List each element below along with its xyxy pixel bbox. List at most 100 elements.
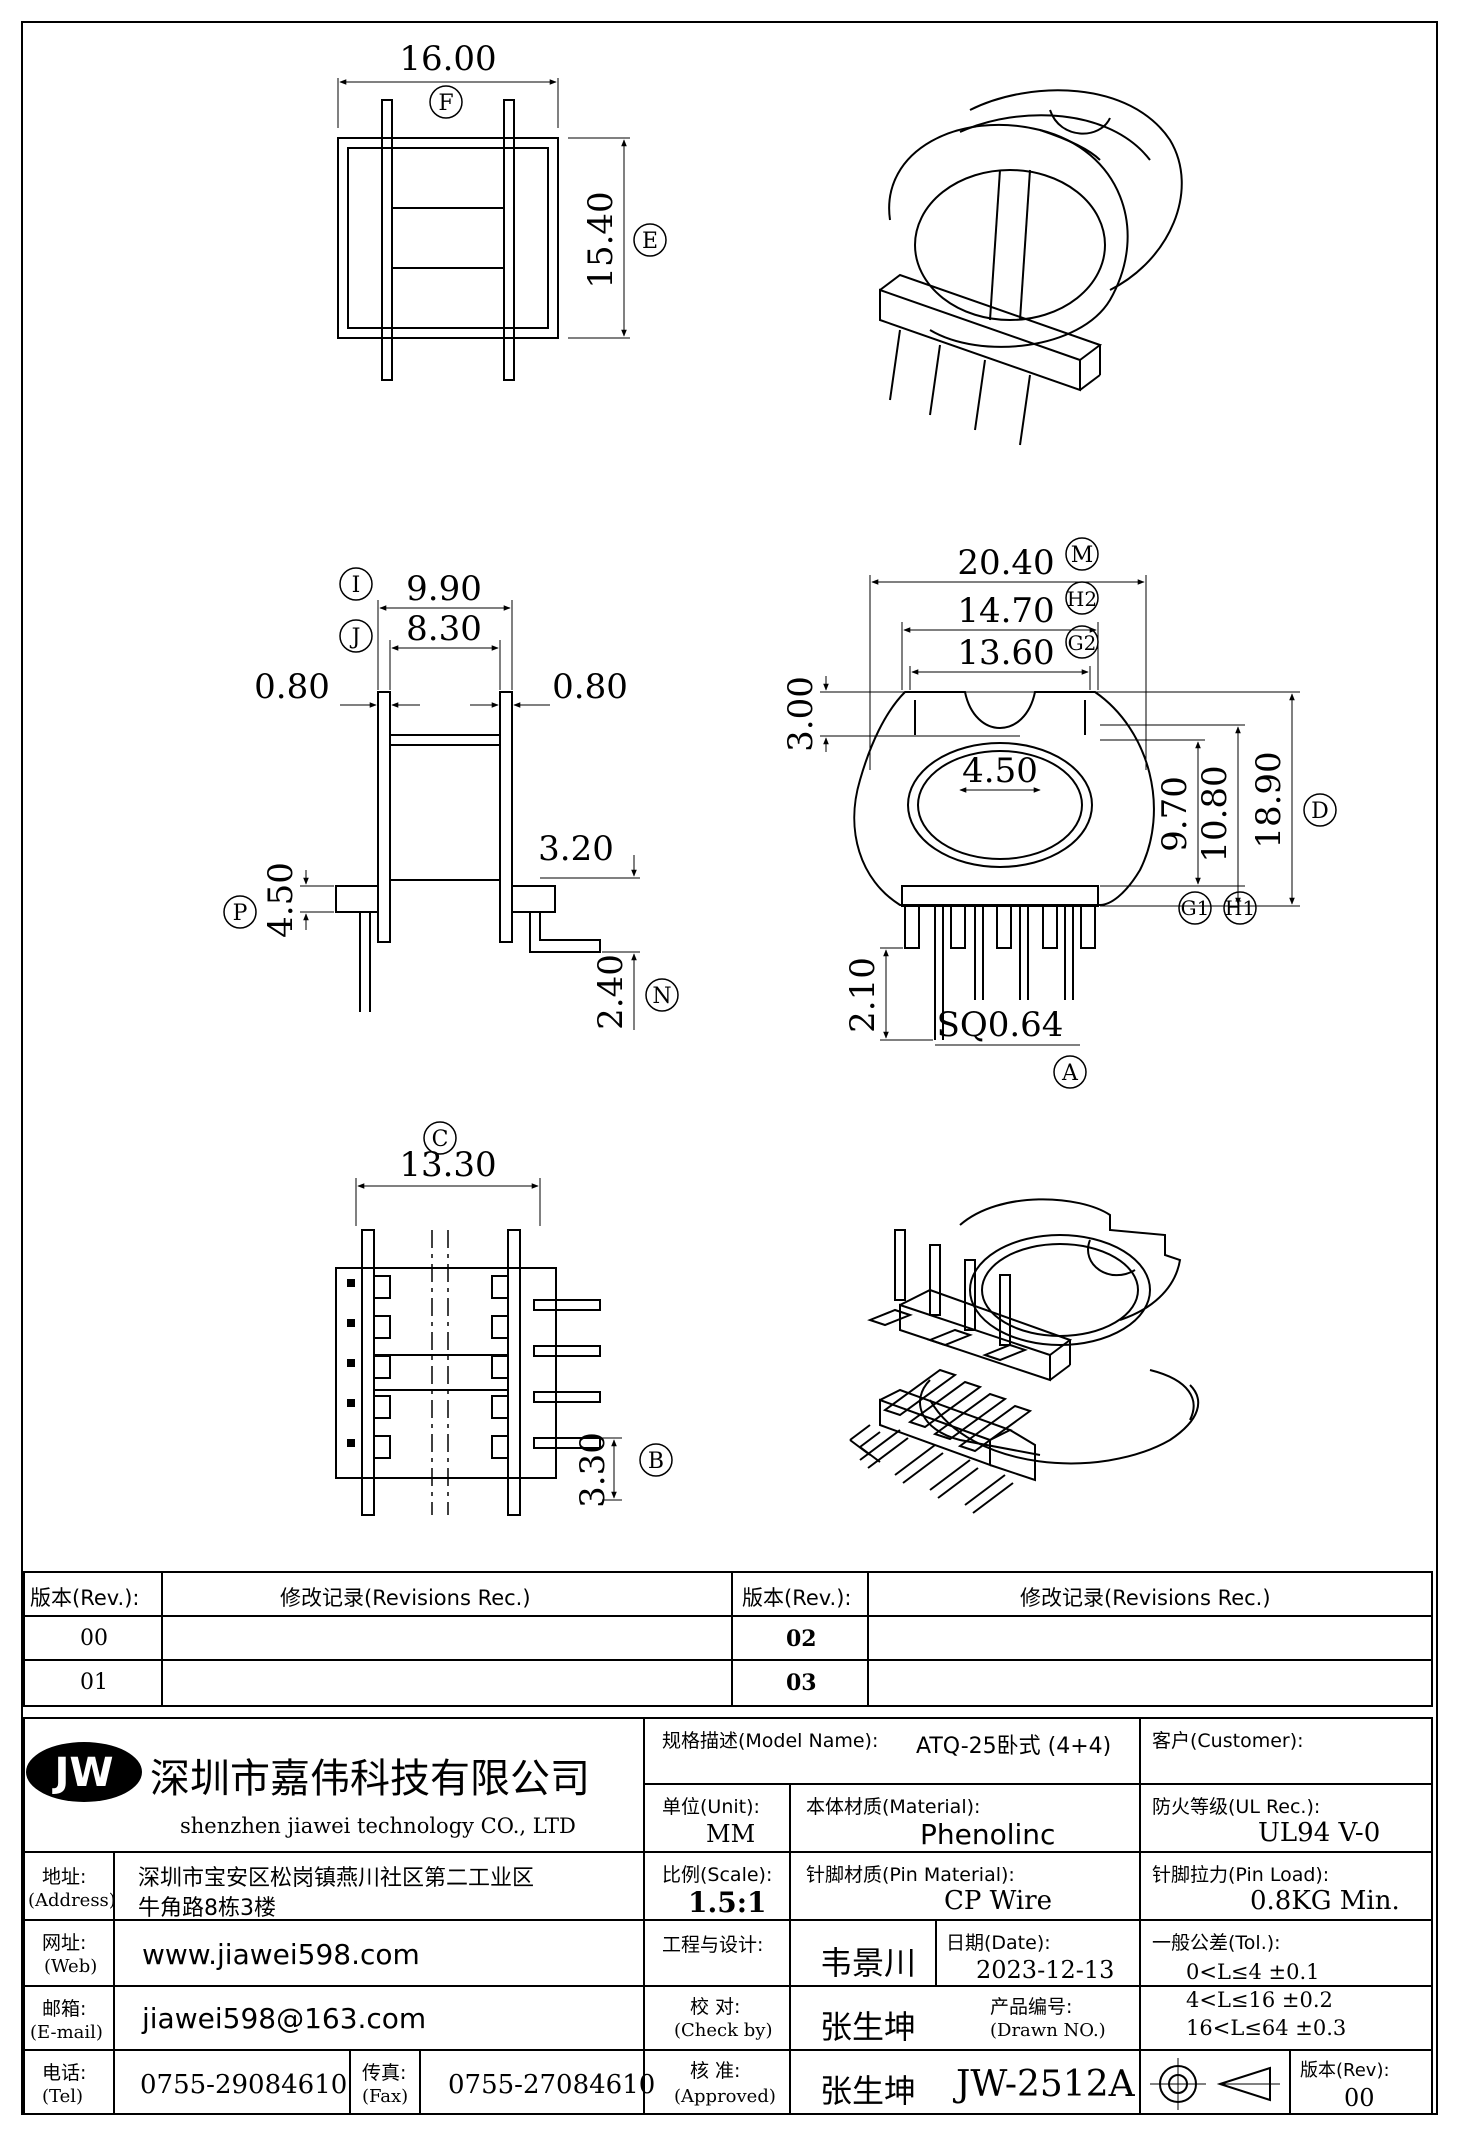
tel-label: 电话:: [42, 2062, 87, 2084]
dim-side-right-wall: 0.80: [552, 667, 628, 707]
checker-name: 张生坤: [820, 2008, 917, 2046]
address-line1: 深圳市宝安区松岗镇燕川社区第二工业区: [138, 1866, 535, 1891]
pin-material-value: CP Wire: [944, 1886, 1053, 1916]
dim-side-j: 8.30: [406, 609, 482, 649]
tag-i: I: [352, 573, 361, 598]
dim-front-450: 4.50: [962, 751, 1038, 791]
front-view: [820, 537, 1337, 1089]
logo-text: JW: [51, 1750, 113, 1796]
rev-row-02: 02: [786, 1626, 817, 1652]
bottom-view: [335, 1121, 673, 1516]
material-value: Phenolinc: [920, 1818, 1056, 1851]
date-label: 日期(Date):: [946, 1932, 1051, 1954]
design-label: 工程与设计:: [662, 1934, 764, 1956]
dim-bottom-330: 3.30: [573, 1432, 613, 1508]
model-value: ATQ-25卧式 (4+4): [916, 1734, 1112, 1759]
tag-b: B: [648, 1449, 664, 1474]
ul-label: 防火等级(UL Rec.):: [1152, 1796, 1321, 1818]
address-line2: 牛角路8栋3楼: [138, 1896, 276, 1921]
company-name-cn: 深圳市嘉伟科技有限公司: [150, 1756, 590, 1802]
tag-g1: G1: [1181, 896, 1210, 920]
scale-value: 1.5:1: [688, 1886, 767, 1919]
tag-p: P: [233, 901, 248, 926]
part-no-label-en: (Drawn NO.): [990, 2020, 1106, 2041]
fax-label-en: (Fax): [362, 2086, 409, 2107]
designer-name: 韦景川: [820, 1944, 917, 1982]
unit-label: 单位(Unit):: [662, 1796, 760, 1818]
dim-front-1080: 10.80: [1195, 765, 1235, 862]
rev-value: 00: [1344, 2084, 1375, 2112]
web-label: 网址:: [42, 1932, 87, 1954]
tel-label-en: (Tel): [42, 2086, 84, 2107]
check-label-en: (Check by): [674, 2020, 773, 2041]
ul-value: UL94 V-0: [1258, 1818, 1381, 1848]
dim-front-sq: SQ0.64: [937, 1005, 1064, 1045]
dim-front-h2: 14.70: [957, 591, 1054, 631]
approver-name: 张生坤: [820, 2072, 917, 2110]
rev-header-right: 版本(Rev.):: [742, 1586, 852, 1610]
part-number: JW-2512A: [956, 2064, 1135, 2105]
fax-label: 传真:: [362, 2062, 407, 2084]
iso-view-bottom: [849, 1198, 1200, 1514]
pin-load-value: 0.8KG Min.: [1250, 1886, 1400, 1916]
dim-bottom-c: 13.30: [399, 1145, 496, 1185]
web-label-en: (Web): [44, 1956, 98, 1977]
part-no-label: 产品编号:: [990, 1996, 1073, 2018]
email-label: 邮箱:: [42, 1998, 87, 2020]
tag-f: F: [438, 91, 453, 116]
customer-label: 客户(Customer):: [1152, 1730, 1304, 1752]
dim-side-left-wall: 0.80: [254, 667, 330, 707]
side-view: [223, 567, 679, 1030]
iso-view-top: [879, 89, 1183, 446]
tol-line1: 0<L≤4 ±0.1: [1186, 1960, 1320, 1984]
revision-table: [23, 1571, 1433, 1707]
rev-row-03: 03: [786, 1670, 817, 1696]
tol-label: 一般公差(Tol.):: [1152, 1932, 1281, 1954]
dim-front-1890: 18.90: [1249, 751, 1289, 848]
dim-front-300: 3.00: [781, 676, 821, 752]
scale-label: 比例(Scale):: [662, 1864, 773, 1886]
rec-header-left: 修改记录(Revisions Rec.): [280, 1586, 531, 1610]
title-block: [23, 1717, 1433, 2115]
address-label-en: (Address): [28, 1890, 116, 1911]
dim-side-240: 2.40: [591, 954, 631, 1030]
company-name-en: shenzhen jiawei technology CO., LTD: [180, 1814, 576, 1838]
check-label: 校 对:: [690, 1996, 741, 2018]
tag-c: C: [432, 1127, 449, 1152]
tag-a: A: [1061, 1061, 1079, 1086]
approve-label-en: (Approved): [674, 2086, 776, 2107]
material-label: 本体材质(Material):: [806, 1796, 981, 1818]
dim-front-g2: 13.60: [957, 633, 1054, 673]
pin-load-label: 针脚拉力(Pin Load):: [1152, 1864, 1330, 1886]
tel-number: 0755-29084610: [140, 2070, 348, 2100]
rev-label: 版本(Rev):: [1300, 2060, 1390, 2081]
dim-top-width: 16.00: [399, 39, 496, 79]
rec-header-right: 修改记录(Revisions Rec.): [1020, 1586, 1271, 1610]
email-label-en: (E-mail): [30, 2022, 103, 2043]
tag-j: J: [350, 625, 361, 650]
tag-e: E: [642, 229, 658, 254]
rev-header-left: 版本(Rev.):: [30, 1586, 140, 1610]
date-value: 2023-12-13: [976, 1956, 1115, 1984]
pin-material-label: 针脚材质(Pin Material):: [806, 1864, 1015, 1886]
dim-side-i: 9.90: [406, 569, 482, 609]
approve-label: 核 准:: [690, 2060, 741, 2082]
dim-top-height: 15.40: [581, 191, 621, 288]
tag-h1: H1: [1225, 896, 1255, 920]
web-address[interactable]: www.jiawei598.com: [142, 1938, 420, 1971]
tag-g2: G2: [1068, 631, 1097, 655]
tag-h2: H2: [1067, 587, 1097, 611]
dim-front-m: 20.40: [957, 543, 1054, 583]
tag-d: D: [1311, 799, 1329, 824]
tol-line3: 16<L≤64 ±0.3: [1186, 2016, 1347, 2040]
dim-side-450: 4.50: [261, 862, 301, 938]
rev-row-00: 00: [80, 1626, 108, 1651]
tol-line2: 4<L≤16 ±0.2: [1186, 1988, 1333, 2012]
fax-number: 0755-27084610: [448, 2070, 656, 2100]
address-label: 地址:: [42, 1866, 87, 1888]
rev-row-01: 01: [80, 1670, 108, 1695]
unit-value: MM: [706, 1820, 756, 1848]
dim-front-970: 9.70: [1155, 776, 1195, 852]
email-address[interactable]: jiawei598@163.com: [142, 2002, 427, 2035]
